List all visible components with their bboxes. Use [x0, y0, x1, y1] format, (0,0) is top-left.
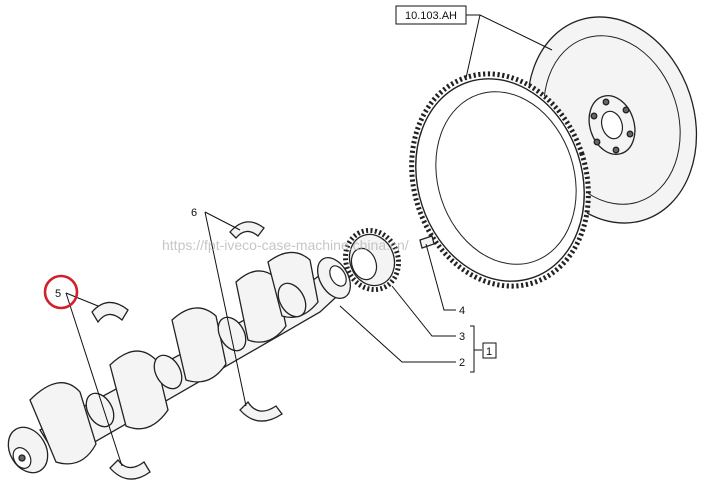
- crankshaft: [7, 251, 352, 474]
- crankshaft-counterweight: [235, 270, 287, 343]
- callout-5: 5: [55, 288, 61, 300]
- callout-4: 4: [459, 305, 465, 317]
- group-bracket: [470, 325, 475, 373]
- callout-2: 2: [459, 357, 465, 369]
- bearing-shell-thrust: [109, 458, 151, 480]
- crankshaft-pin: [277, 282, 307, 318]
- crankshaft-counterweight: [171, 307, 227, 383]
- leader-lines: [65, 14, 553, 467]
- flywheel-bolt-hole: [612, 146, 620, 154]
- callout-1: 1: [486, 346, 492, 358]
- flywheel-bolt-hole: [593, 138, 601, 146]
- timing-gear-bore: [350, 247, 378, 281]
- flywheel-ring-inner: [435, 91, 577, 265]
- leader-line-4: [425, 243, 456, 311]
- leader-line-6: [204, 211, 247, 407]
- reference-box: [395, 5, 467, 25]
- highlight-circle: [43, 274, 79, 310]
- flywheel-bolt-hole: [602, 98, 610, 106]
- flywheel-bolt-hole: [626, 130, 634, 138]
- reference-label[interactable]: 10.103.AH: [405, 10, 457, 22]
- flywheel-hub-center: [600, 110, 624, 140]
- leader-line-5: [65, 292, 123, 467]
- callout-3: 3: [459, 331, 465, 343]
- leader-line-5: [65, 292, 99, 307]
- callout-6: 6: [191, 207, 197, 219]
- flywheel-bolt-hole: [622, 106, 630, 114]
- leader-line-2: [339, 305, 456, 363]
- leader-line-3: [391, 285, 456, 337]
- crankshaft-counterweight: [29, 382, 97, 465]
- crankshaft-nose-hole: [18, 454, 26, 462]
- bearing-shell-upper: [229, 221, 265, 239]
- crankshaft-rear-nose: [329, 265, 347, 287]
- leader-line-ref: [465, 14, 481, 79]
- leader-line-6: [204, 211, 241, 231]
- timing-gear: [343, 227, 401, 293]
- flywheel: [409, 16, 698, 289]
- crankshaft-counterweight: [109, 350, 169, 430]
- watermark-url: https://fpt-iveco-case-machine.china.cn/: [162, 237, 409, 253]
- bearing-shell-thrust: [91, 301, 129, 324]
- callout-1-box: [482, 342, 497, 359]
- crankshaft-pin: [217, 316, 247, 352]
- flywheel-ring-gear: [415, 78, 585, 282]
- bearing-shells: [91, 221, 283, 480]
- dowel-pin: [419, 235, 435, 249]
- flywheel-bolt-hole: [590, 112, 598, 120]
- crankshaft-pin: [153, 354, 183, 390]
- bearing-shell-upper: [239, 400, 283, 422]
